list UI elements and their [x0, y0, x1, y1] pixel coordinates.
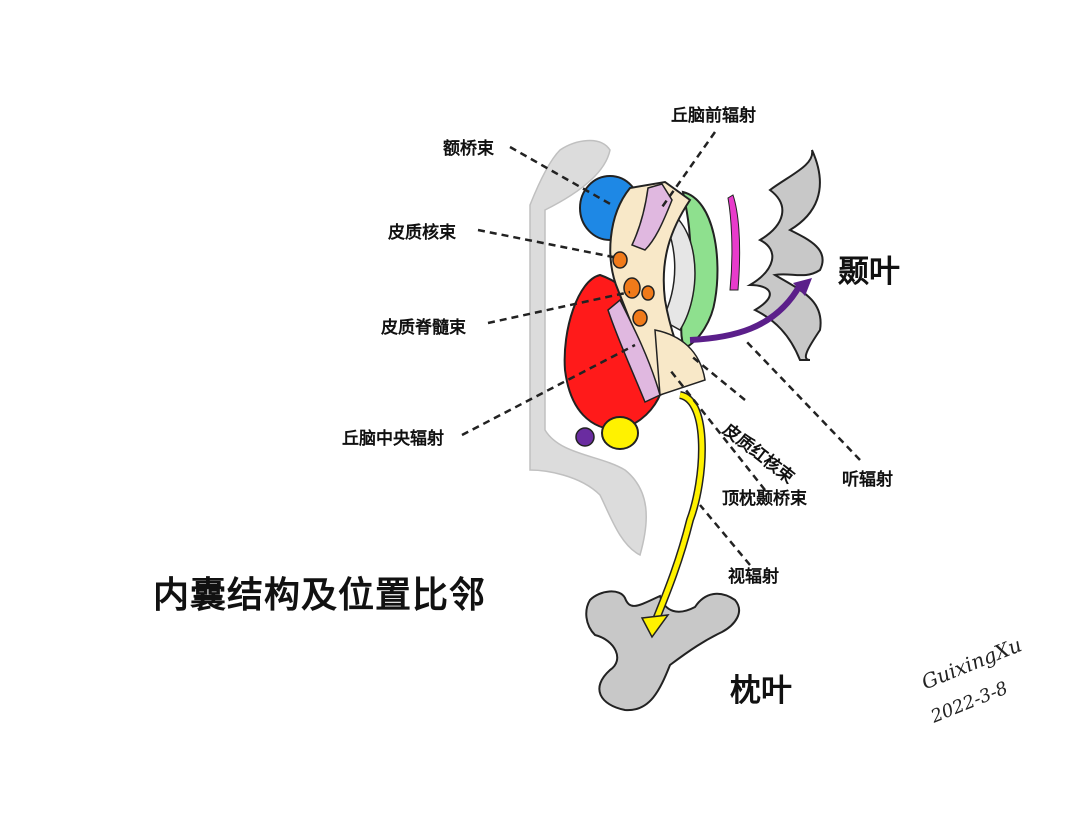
acoustic-radiation-arrow: [689, 283, 803, 343]
corticonuclear-dot: [612, 251, 628, 269]
occipital-lobe-gyri: [585, 590, 741, 712]
label-parieto-occipito-temporopontine-tract: 顶枕颞桥束: [722, 489, 807, 509]
corticospinal-dot-1: [623, 277, 641, 299]
leader-acoustic: [744, 339, 861, 461]
leader-corticospinal: [487, 290, 631, 325]
medial-geniculate-purple: [575, 427, 595, 447]
lateral-geniculate-yellow: [601, 416, 639, 450]
central-thalamic-radiation-strip: [607, 298, 661, 404]
cortex-outline-left: [529, 139, 647, 557]
optic-radiation-arrowhead: [640, 614, 670, 639]
corticospinal-dot-3: [632, 309, 648, 327]
leader-anterior-thalamic: [658, 131, 717, 211]
corticospinal-dot-2: [641, 285, 655, 301]
leader-frontopontine: [509, 145, 613, 207]
label-anterior-thalamic-radiation: 丘脑前辐射: [671, 106, 756, 126]
anterior-thalamic-radiation-strip: [630, 183, 673, 251]
magenta-stripe: [727, 194, 741, 291]
temporal-lobe-gyri: [746, 149, 824, 361]
label-corticonuclear-tract: 皮质核束: [388, 223, 456, 243]
globus-pallidus: [653, 203, 696, 332]
label-occipital-lobe: 枕叶: [730, 673, 792, 709]
page-title: 内囊结构及位置比邻: [153, 575, 487, 616]
label-acoustic-radiation: 听辐射: [842, 470, 893, 490]
acoustic-radiation-arrowhead: [793, 278, 812, 296]
label-corticospinal-tract: 皮质脊髓束: [381, 318, 466, 338]
label-temporal-lobe: 颞叶: [838, 254, 900, 290]
label-optic-radiation: 视辐射: [728, 567, 779, 587]
capsule-lower-right: [654, 329, 706, 397]
label-frontopontine-tract: 额桥束: [443, 139, 494, 159]
label-central-thalamic-radiation: 丘脑中央辐射: [342, 429, 444, 449]
leader-central-thalamic: [461, 343, 636, 437]
leader-parieto-occipito: [669, 369, 766, 491]
optic-radiation-fill: [652, 392, 705, 623]
leader-optic: [699, 504, 751, 566]
